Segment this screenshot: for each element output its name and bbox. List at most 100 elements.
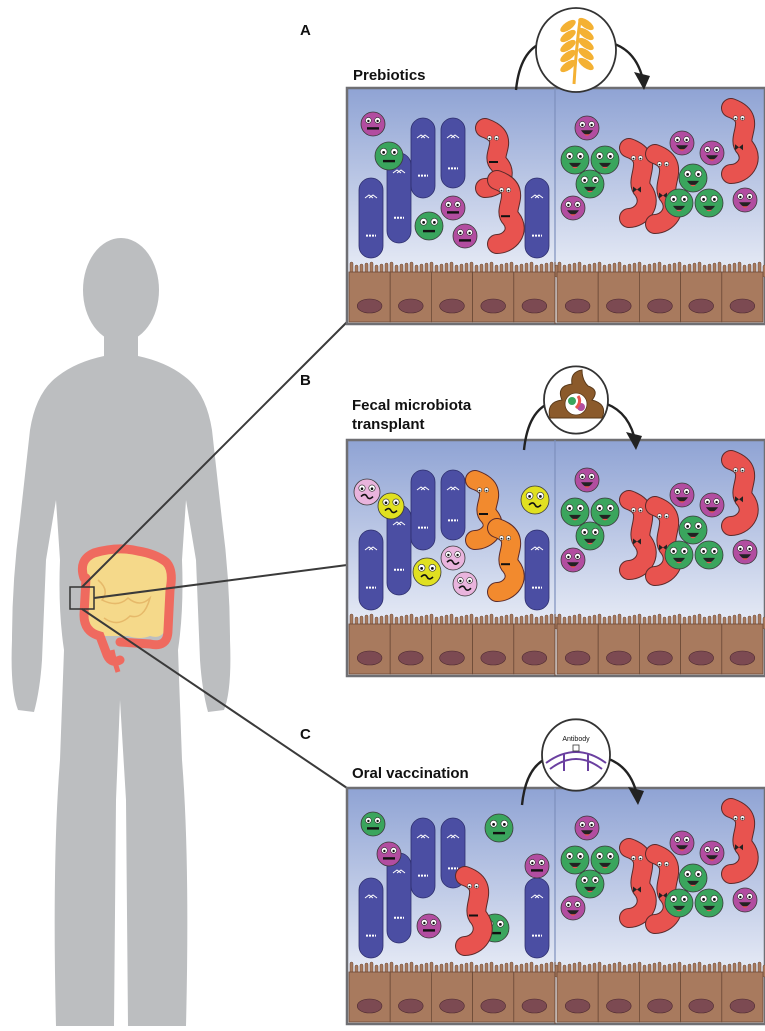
blue-rod-bacterium bbox=[440, 469, 466, 541]
purple-bacterium-happy bbox=[699, 492, 725, 518]
epithelial-cell bbox=[472, 623, 515, 675]
stool-icon bbox=[548, 369, 605, 419]
purple-bacterium-happy bbox=[574, 815, 600, 841]
green-bacterium-happy bbox=[678, 863, 708, 893]
epithelial-cell bbox=[430, 971, 473, 1023]
cell-nucleus bbox=[480, 650, 506, 666]
red-curved-bacterium bbox=[455, 866, 493, 956]
red-curved-bacterium-happy bbox=[721, 98, 759, 184]
blue-rod-bacterium bbox=[410, 117, 436, 199]
intervention-badge bbox=[543, 365, 609, 435]
cell-nucleus bbox=[688, 650, 714, 666]
epithelial-cell bbox=[430, 623, 473, 675]
panel-title-line: Prebiotics bbox=[353, 67, 426, 84]
purple-bacterium-happy bbox=[560, 895, 586, 921]
green-bacterium-happy bbox=[575, 521, 605, 551]
cell-nucleus bbox=[356, 650, 383, 666]
epithelium bbox=[348, 613, 559, 675]
purple-bacterium-happy bbox=[669, 130, 695, 156]
cell-nucleus bbox=[564, 298, 591, 314]
purple-bacterium-happy bbox=[669, 830, 695, 856]
purple-bacterium-neutral bbox=[452, 223, 478, 249]
panel-b bbox=[345, 365, 765, 678]
red-curved-bacterium bbox=[487, 170, 525, 254]
epithelial-cell bbox=[513, 271, 556, 323]
cell-nucleus bbox=[398, 650, 424, 666]
green-bacterium-happy bbox=[694, 188, 724, 218]
epithelial-cell bbox=[597, 271, 640, 323]
blue-rod-bacterium bbox=[358, 877, 384, 959]
panel-letter-c: C bbox=[300, 726, 311, 743]
cell-nucleus bbox=[688, 298, 714, 314]
blue-rod-bacterium bbox=[358, 177, 384, 259]
cell-nucleus bbox=[647, 998, 673, 1014]
panel-title-fecal-microbiota-transplant: Fecal microbiota transplant bbox=[352, 396, 471, 434]
after-community bbox=[560, 798, 759, 934]
cell-nucleus bbox=[356, 998, 383, 1014]
epithelial-cell bbox=[597, 623, 640, 675]
intervention-badge bbox=[535, 7, 617, 93]
panel-title-line: Oral vaccination bbox=[352, 765, 469, 782]
purple-bacterium-happy bbox=[732, 187, 758, 213]
epithelial-cell bbox=[639, 271, 682, 323]
purple-bacterium-happy bbox=[560, 547, 586, 573]
green-bacterium-happy bbox=[664, 540, 694, 570]
green-bacterium-neutral bbox=[484, 813, 514, 843]
blue-rod-bacterium bbox=[524, 529, 550, 611]
cell-nucleus bbox=[356, 298, 383, 314]
zoom-connector-lines bbox=[81, 321, 348, 789]
green-bacterium-happy bbox=[590, 497, 620, 527]
epithelial-cell bbox=[430, 271, 473, 323]
green-bacterium-happy bbox=[678, 515, 708, 545]
epithelial-cell bbox=[556, 623, 599, 675]
epithelial-cell bbox=[513, 623, 556, 675]
green-bacterium-happy bbox=[575, 169, 605, 199]
purple-bacterium-neutral bbox=[416, 913, 442, 939]
epithelial-cell bbox=[472, 971, 515, 1023]
epithelial-cell bbox=[348, 623, 391, 675]
red-curved-bacterium-happy bbox=[619, 490, 657, 580]
red-curved-bacterium-happy bbox=[721, 450, 759, 536]
purple-bacterium-neutral bbox=[440, 195, 466, 221]
epithelial-cell bbox=[348, 971, 391, 1023]
cell-nucleus bbox=[564, 650, 591, 666]
epithelial-cell bbox=[389, 971, 432, 1023]
cell-nucleus bbox=[606, 298, 632, 314]
panel-letter-a: A bbox=[300, 22, 311, 39]
green-bacterium-happy bbox=[664, 888, 694, 918]
epithelium bbox=[348, 261, 559, 323]
cell-nucleus bbox=[480, 298, 506, 314]
panel-title-line: Fecal microbiota bbox=[352, 397, 472, 414]
purple-bacterium-neutral bbox=[524, 853, 550, 879]
blue-rod-bacterium bbox=[440, 117, 466, 189]
green-bacterium-happy bbox=[694, 888, 724, 918]
green-bacterium-happy bbox=[575, 869, 605, 899]
cell-nucleus bbox=[398, 998, 424, 1014]
epithelial-cell bbox=[389, 271, 432, 323]
cell-nucleus bbox=[606, 998, 632, 1014]
epithelium bbox=[348, 961, 559, 1023]
epithelial-cell bbox=[721, 971, 764, 1023]
epithelial-cell bbox=[556, 971, 599, 1023]
purple-bacterium-happy bbox=[560, 195, 586, 221]
badge-label: Antibody bbox=[562, 736, 590, 743]
cell-nucleus bbox=[647, 298, 673, 314]
panel-title-oral-vaccination: Oral vaccination bbox=[352, 764, 469, 783]
before-community bbox=[353, 469, 550, 611]
epithelial-cell bbox=[721, 623, 764, 675]
blue-rod-bacterium bbox=[524, 177, 550, 259]
purple-bacterium-happy bbox=[574, 115, 600, 141]
before-community bbox=[358, 811, 550, 959]
epithelial-cell bbox=[472, 271, 515, 323]
orange-curved-bacterium bbox=[487, 518, 525, 602]
pink-bacterium-sad bbox=[452, 571, 478, 597]
red-curved-bacterium-happy bbox=[619, 138, 657, 228]
panel-a bbox=[345, 7, 765, 326]
pink-bacterium-sad bbox=[440, 545, 466, 571]
green-bacterium-happy bbox=[560, 145, 590, 175]
panel-letter-b: B bbox=[300, 372, 311, 389]
yellow-bacterium-sad bbox=[377, 492, 405, 520]
antibody-icon bbox=[545, 744, 607, 771]
